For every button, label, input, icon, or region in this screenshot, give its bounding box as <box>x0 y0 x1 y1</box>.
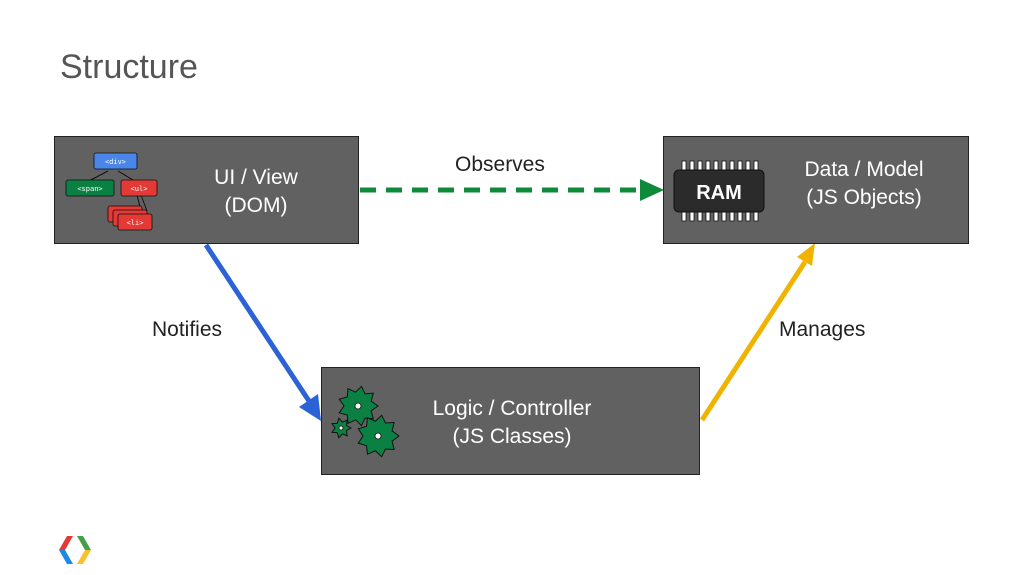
edge-label-observes: Observes <box>455 153 545 176</box>
node-ui-view: <div> <span> <ul> <li> UI / View (DOM) <box>54 136 359 244</box>
edge-label-manages: Manages <box>779 318 866 341</box>
edge-manages <box>699 243 815 422</box>
node-label: Data / Model (JS Objects) <box>774 156 954 212</box>
dom-tree-icon: <div> <span> <ul> <li> <box>65 152 158 231</box>
node-logic-controller: Logic / Controller (JS Classes) <box>321 367 700 475</box>
gear-hole <box>354 402 362 410</box>
edge-observes <box>360 179 664 201</box>
edge-label-notifies: Notifies <box>152 318 223 341</box>
node-title: Logic / Controller <box>432 397 592 420</box>
node-data-model: RAM Data / Model (JS Objects) <box>663 136 969 244</box>
slide-title: Structure <box>60 48 198 86</box>
node-label: UI / View (DOM) <box>183 164 329 220</box>
node-title: Data / Model <box>804 158 924 181</box>
node-subtitle: (JS Classes) <box>452 425 572 448</box>
node-subtitle: (DOM) <box>224 194 288 217</box>
dom-tag-div: <div> <box>105 158 126 166</box>
dom-tag-li: <li> <box>127 219 144 227</box>
gears-icon <box>331 385 400 458</box>
dom-tag-span: <span> <box>77 185 102 193</box>
edge-notifies <box>203 243 321 421</box>
ram-chip-icon: RAM <box>673 160 765 222</box>
node-title: UI / View <box>214 166 298 189</box>
gear-hole <box>338 425 344 431</box>
chrome-developers-logo-icon <box>59 536 91 564</box>
node-label: Logic / Controller (JS Classes) <box>402 395 622 451</box>
node-subtitle: (JS Objects) <box>806 186 922 209</box>
gear-hole <box>374 432 382 440</box>
dom-tag-ul: <ul> <box>131 185 148 193</box>
ram-chip-label: RAM <box>696 182 742 204</box>
